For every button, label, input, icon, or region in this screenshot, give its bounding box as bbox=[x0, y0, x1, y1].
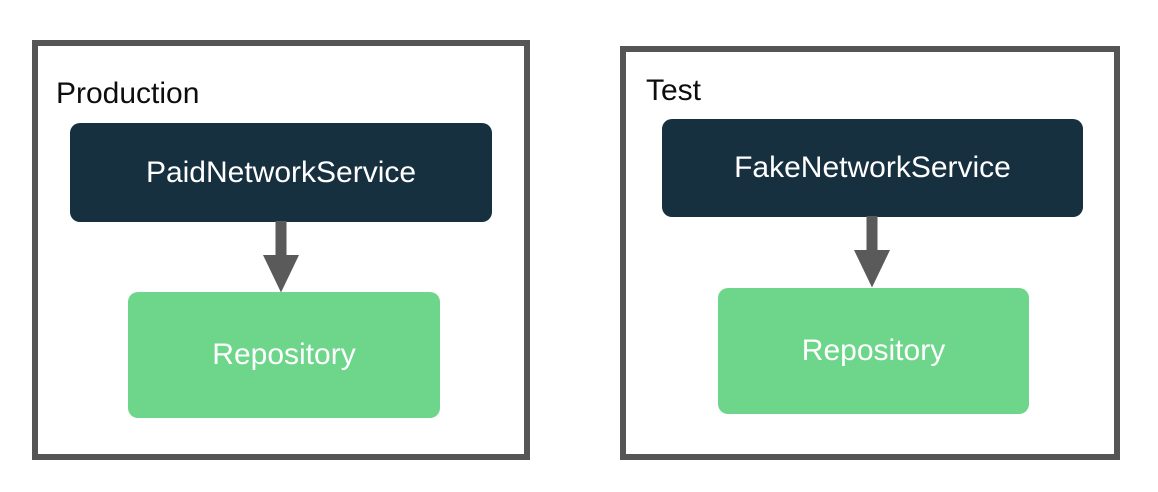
node-repository-test-label: Repository bbox=[801, 334, 946, 367]
node-repository-production[interactable]: Repository bbox=[128, 292, 440, 418]
node-fake-network-service[interactable]: FakeNetworkService bbox=[662, 119, 1083, 217]
node-repository-production-label: Repository bbox=[212, 338, 356, 371]
node-repository-test[interactable]: Repository bbox=[718, 288, 1029, 414]
panel-test-label: Test bbox=[646, 74, 702, 107]
node-fake-network-service-label: FakeNetworkService bbox=[734, 151, 1011, 184]
node-paid-network-service-label: PaidNetworkService bbox=[145, 155, 417, 189]
panel-production-label: Production bbox=[56, 77, 200, 110]
node-paid-network-service[interactable]: PaidNetworkService bbox=[70, 123, 492, 222]
